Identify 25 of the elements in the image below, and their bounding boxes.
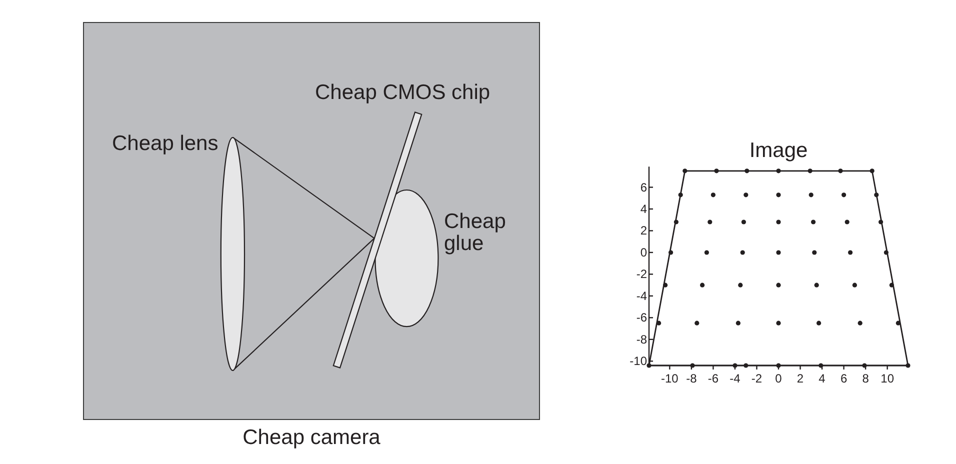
tick-label: -6 (636, 310, 647, 325)
tick-label: -8 (636, 332, 647, 346)
part-label: Cheap lens (112, 133, 218, 155)
tick-label: -6 (708, 372, 719, 386)
tick-label: -8 (686, 372, 697, 386)
tick-label: -10 (661, 372, 678, 386)
tick-label: 0 (775, 372, 782, 386)
tick-label: 6 (640, 180, 647, 194)
tick-label: 2 (796, 372, 804, 386)
chart-title: Image (749, 139, 808, 162)
part-label: Cheap glue (444, 211, 507, 255)
tick-label: -2 (751, 372, 762, 386)
tick-label: -4 (730, 372, 740, 386)
tick-label: 8 (862, 372, 869, 386)
tick-label: 4 (818, 372, 826, 386)
caption: Cheap camera (242, 427, 382, 449)
tick-label: 0 (640, 245, 647, 260)
tick-label: 2 (640, 224, 647, 238)
tick-label: 10 (880, 372, 894, 386)
part-label: Cheap CMOS chip (315, 82, 490, 104)
tick-label: -2 (636, 267, 647, 282)
tick-label: 6 (840, 372, 848, 386)
tick-label: 4 (640, 202, 647, 216)
tick-label: -4 (636, 288, 647, 303)
tick-label: -10 (630, 354, 647, 368)
